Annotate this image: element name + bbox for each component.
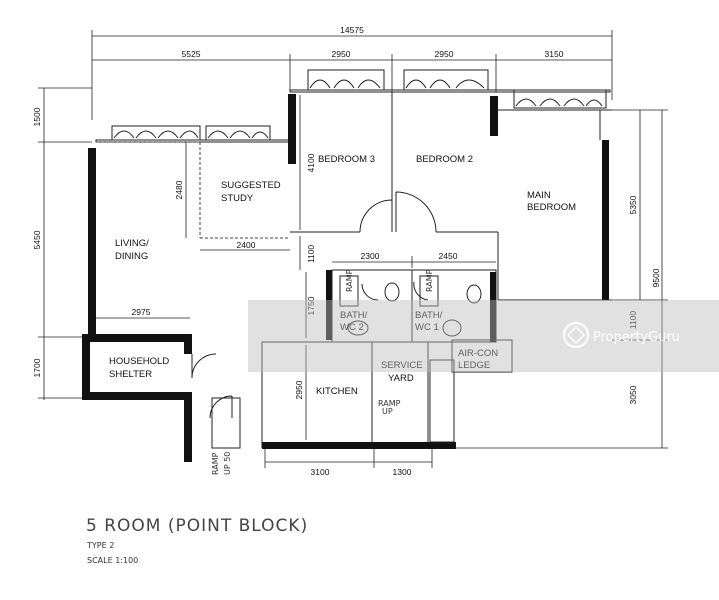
- interior-dimension-lines: [96, 95, 496, 440]
- plan-type: TYPE 2: [86, 541, 114, 550]
- walls: [82, 89, 612, 462]
- dim-study-h: 2480: [174, 180, 184, 199]
- dim-kitchen-h: 2950: [294, 380, 304, 399]
- label-ramp-bath2: RAMP: [345, 269, 354, 292]
- plan-title: 5 ROOM (POINT BLOCK): [86, 516, 308, 536]
- window-frames: [111, 69, 607, 141]
- label-aircon-line1: AIR-CON: [458, 348, 498, 359]
- dim-bath-w2: 2450: [439, 251, 458, 261]
- dim-corridor-h: 1100: [306, 245, 316, 264]
- dim-top-total: 14575: [340, 25, 364, 35]
- label-ramp-yard-1: RAMP: [378, 399, 401, 408]
- dim-study-w: 2400: [237, 240, 256, 250]
- label-ramp-50-line1: RAMP: [211, 452, 220, 475]
- watermark-band: [248, 300, 719, 372]
- label-ramp-yard-2: UP: [382, 407, 393, 416]
- dim-living-w: 2975: [132, 307, 151, 317]
- label-ramp-50-line2: UP 50: [223, 452, 232, 475]
- plan-scale: SCALE 1:100: [87, 556, 138, 565]
- label-bath2-line2: WC 2: [340, 322, 364, 333]
- dim-bottom-2: 1300: [393, 467, 412, 477]
- dim-top-4: 3150: [545, 49, 564, 59]
- dim-left-2: 5450: [32, 230, 42, 249]
- dim-bath-w1: 2300: [361, 251, 380, 261]
- label-bath1-line1: BATH/: [415, 310, 443, 321]
- bottom-dimension-lines: [264, 448, 433, 468]
- label-ramp-bath1: RAMP: [425, 269, 434, 292]
- label-main-bedroom-line1: MAIN: [527, 190, 551, 201]
- label-aircon-line2: LEDGE: [458, 360, 490, 371]
- dim-bottom-1: 3100: [311, 467, 330, 477]
- top-dimension-lines: [91, 30, 613, 120]
- bathroom-fixtures: [339, 275, 482, 337]
- label-study-line1: SUGGESTED: [221, 180, 281, 191]
- label-kitchen: KITCHEN: [316, 386, 358, 397]
- dim-top-2: 2950: [332, 49, 351, 59]
- label-bath1-line2: WC 1: [415, 322, 439, 333]
- label-living-line1: LIVING/: [115, 238, 149, 249]
- label-bath2-line1: BATH/: [340, 310, 368, 321]
- right-dimension-lines: [455, 109, 668, 449]
- dim-left-1: 1500: [32, 107, 42, 126]
- watermark-brand: PropertyGuru: [593, 330, 680, 345]
- label-bedroom-2: BEDROOM 2: [416, 154, 473, 165]
- dim-top-3: 2950: [435, 49, 454, 59]
- label-service-line1: SERVICE: [381, 360, 423, 371]
- label-service-line2: YARD: [388, 373, 414, 384]
- dim-bed3-h: 4100: [306, 153, 316, 172]
- dim-right-2: 1100: [628, 311, 638, 330]
- dim-left-3: 1700: [32, 358, 42, 377]
- dim-right-3: 3050: [628, 385, 638, 404]
- dim-bath-h: 1750: [306, 296, 316, 315]
- label-bedroom-3: BEDROOM 3: [318, 154, 375, 165]
- dim-right-total: 9500: [651, 268, 661, 287]
- label-study-line2: STUDY: [221, 193, 254, 204]
- label-living-line2: DINING: [115, 251, 148, 262]
- dim-right-1: 5350: [628, 195, 638, 214]
- label-shelter-line1: HOUSEHOLD: [109, 356, 169, 367]
- dim-top-1: 5525: [182, 49, 201, 59]
- propertyguru-logo-icon: [563, 322, 589, 348]
- label-shelter-line2: SHELTER: [109, 369, 152, 380]
- label-main-bedroom-line2: BEDROOM: [527, 202, 576, 213]
